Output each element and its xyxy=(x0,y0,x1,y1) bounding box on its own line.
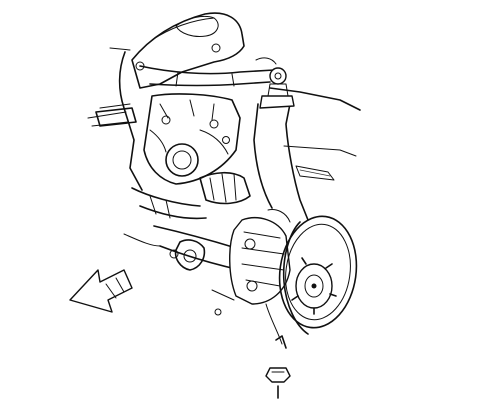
lower-control-arm xyxy=(123,225,241,316)
wheel-studs xyxy=(291,257,337,315)
axle-shaft xyxy=(131,171,251,220)
upper-control-arm xyxy=(139,57,287,87)
brake-caliper xyxy=(229,209,291,305)
lower-ball-joint xyxy=(265,303,287,349)
brake-rotor xyxy=(278,215,358,335)
arrow-forward-icon xyxy=(69,269,133,313)
frame-crossmember xyxy=(87,12,245,191)
steering-knuckle xyxy=(253,83,309,221)
wheel-hub xyxy=(291,257,337,315)
ball-joint-nut xyxy=(265,367,291,399)
frame-rail-right xyxy=(269,87,361,181)
engine-block xyxy=(143,93,241,185)
